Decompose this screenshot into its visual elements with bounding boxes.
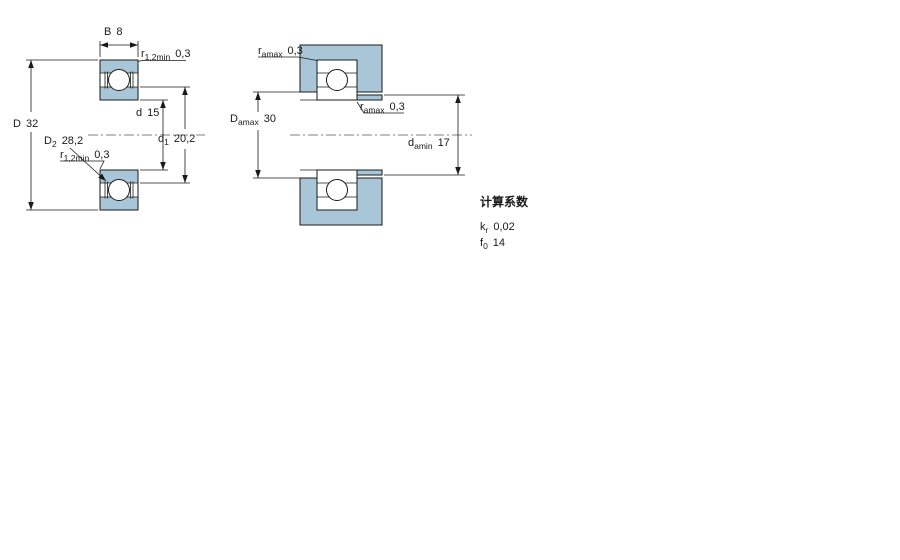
bearing-top-section [99,59,139,101]
shaft-shoulder-top [356,94,383,101]
ball-bottom-right [326,179,348,201]
bearing-outline-top [316,59,358,101]
shaft [300,94,383,176]
ball-top-right [326,69,348,91]
ball-top [108,69,130,91]
calc-factors-heading: 计算系数 [480,194,529,209]
bearing-bottom-section [99,169,139,211]
shields-top [104,71,134,89]
shaft-shoulder-bottom [356,169,383,176]
bearing-outline-bottom [316,169,358,211]
shields-bottom [104,181,134,199]
ball-bottom [108,179,130,201]
